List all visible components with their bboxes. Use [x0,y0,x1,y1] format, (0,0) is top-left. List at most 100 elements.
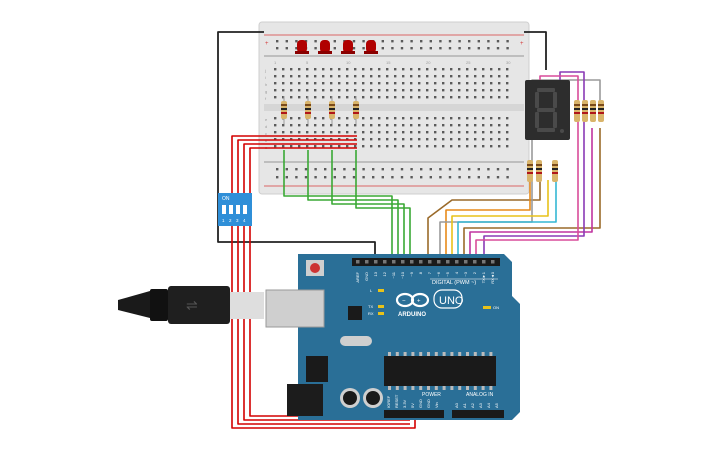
digital-pin-label: 8 [418,271,423,274]
resistor-3[interactable] [329,96,335,124]
resistor-2[interactable] [305,96,311,124]
brand-label: ARDUINO [398,312,426,318]
digital-pin-label: 7 [427,271,432,274]
digital-pin-hole[interactable] [446,260,450,264]
analog-pin-label: A4 [486,402,491,408]
seven-segment-display[interactable] [525,80,570,140]
digital-pin-label: ~9 [409,271,414,276]
digital-pin-hole[interactable] [419,260,423,264]
digital-pin-label: ~11 [391,271,396,278]
digital-pin-hole[interactable] [356,260,360,264]
dip-num-3: 3 [236,218,239,223]
wire-red-2[interactable] [237,139,410,425]
resistor-4[interactable] [353,96,359,124]
wire-green-3[interactable] [331,150,405,260]
digital-pin-hole[interactable] [410,260,414,264]
digital-pin-hole[interactable] [491,260,495,264]
seg-resistor-3[interactable] [590,100,596,122]
digital-pin-hole[interactable] [464,260,468,264]
digital-pin-label: ~6 [436,271,441,276]
voltage-regulator [306,356,328,382]
power-header [384,410,444,418]
wire-red-1[interactable] [231,135,416,429]
digital-header [352,258,500,266]
analog-header [452,410,504,418]
svg-text:20: 20 [426,60,431,65]
seg-resistor-6[interactable] [536,160,542,182]
digital-pin-hole[interactable] [482,260,486,264]
breadboard-column-numbers: 1 5 10 15 20 25 30 [274,60,511,65]
wire-cyan[interactable] [457,180,557,260]
dip-toggle-4[interactable] [243,205,247,214]
digital-pin-hole[interactable] [473,260,477,264]
wire-grey[interactable] [439,79,601,260]
wire-brown[interactable] [427,180,541,260]
model-label: UNO [439,295,464,307]
led-1[interactable] [295,40,309,54]
led-row [295,40,378,54]
usb-cable[interactable]: ⇌ [118,286,264,324]
seg-resistor-1[interactable] [574,100,580,122]
power-pin-label: IOREF [386,395,391,408]
led-3[interactable] [341,40,355,54]
led-4[interactable] [364,40,378,54]
wire-black-gnd-right[interactable] [524,31,547,70]
analog-pin-label: A5 [494,402,499,408]
digital-pin-hole[interactable] [365,260,369,264]
crystal [340,336,372,346]
usb-icon: ⇌ [186,297,198,313]
power-header-label: POWER [422,392,441,398]
dip-toggle-2[interactable] [229,205,233,214]
digital-pin-label: 2 [472,271,477,274]
seg-resistor-2[interactable] [582,100,588,122]
digital-pin-hole[interactable] [383,260,387,264]
digital-pin-hole[interactable] [392,260,396,264]
wire-green-4[interactable] [355,150,411,260]
wire-green-2[interactable] [307,150,399,260]
atmega-chip [384,356,496,386]
seg-resistor-4[interactable] [598,100,604,122]
digital-pin-hole[interactable] [437,260,441,264]
seg-resistor-7[interactable] [552,160,558,182]
wire-magenta[interactable] [469,128,593,260]
wire-orange[interactable] [445,180,531,260]
dip-switch[interactable]: ON 1 2 3 4 [218,193,252,226]
digital-pin-label: 13 [373,271,378,276]
svg-text:i: i [265,75,266,80]
seg-resistor-5[interactable] [527,160,533,182]
svg-text:1: 1 [274,60,277,65]
svg-text:+: + [417,299,421,305]
wire-brown-2[interactable] [463,128,601,260]
digital-pin-hole[interactable] [455,260,459,264]
dip-toggle-3[interactable] [236,205,240,214]
analog-pin-label: A3 [478,402,483,408]
svg-text:15: 15 [386,60,391,65]
svg-text:j: j [264,68,266,73]
analog-header-label: ANALOG IN [466,392,494,398]
wire-green-1[interactable] [283,150,393,260]
led-2[interactable] [318,40,332,54]
dip-num-2: 2 [229,218,232,223]
wire-magenta-2[interactable] [475,75,579,260]
digital-pin-hole[interactable] [374,260,378,264]
wire-black-gnd[interactable] [217,31,376,258]
digital-pin-label: ~5 [445,271,450,276]
resistor-1[interactable] [281,96,287,124]
digital-pin-hole[interactable] [401,260,405,264]
digital-pin-label: AREF [355,271,360,282]
usb-port [265,289,325,328]
svg-text:25: 25 [466,60,471,65]
digital-pin-hole[interactable] [428,260,432,264]
digital-pin-label: ~3 [463,271,468,276]
dip-toggle-1[interactable] [222,205,226,214]
on-led-label: ON [493,305,499,310]
svg-text:f: f [265,96,267,101]
power-pin-label: RESET [394,394,399,408]
power-pin-label: GND [426,399,431,408]
digital-pin-label: 12 [382,271,387,276]
digital-header-label: DIGITAL (PWM ~) [432,280,476,286]
wire-yellow[interactable] [451,180,549,260]
plus-rail-marker-right: + [520,41,524,47]
